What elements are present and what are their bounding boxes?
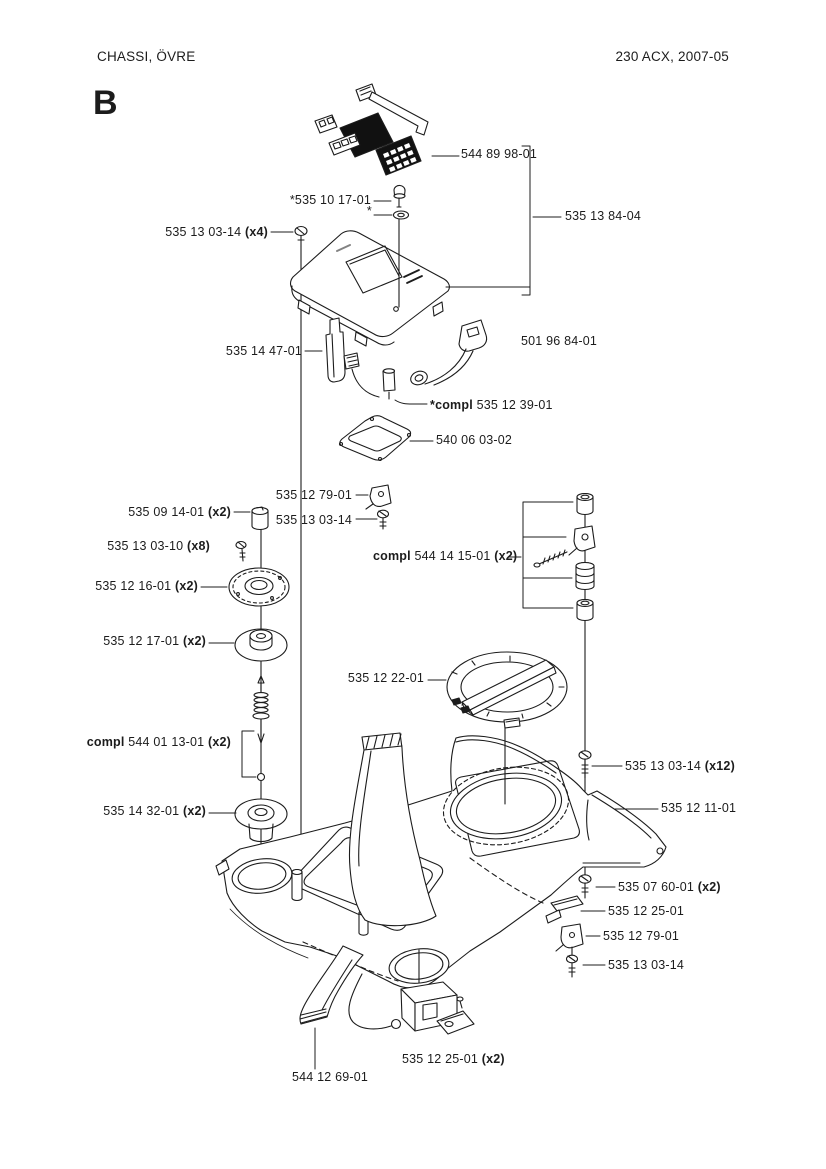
plate-2501-art [545, 895, 584, 924]
section-letter: B [93, 84, 118, 122]
spacer-cylinder-art [251, 506, 269, 531]
latch-lower-art [555, 923, 584, 956]
hatch-cover-art [446, 651, 568, 729]
screw-x12-art [578, 750, 592, 779]
screw-lower-art [565, 954, 579, 978]
keypad-membrane-art [314, 83, 429, 176]
doc-reference: 230 ACX, 2007-05 [615, 49, 729, 64]
flat-cable-art [299, 945, 364, 1025]
screw-x4-art [294, 225, 308, 247]
carry-handle-art [410, 319, 488, 386]
latch-kit-art [533, 492, 596, 622]
loop-wire-art [348, 973, 402, 1030]
sealing-washer-art [228, 567, 290, 607]
chassis-art [215, 735, 667, 989]
collector-chute-art [348, 732, 437, 927]
screw-x8-art [235, 540, 247, 562]
friction-washer-art [234, 628, 288, 662]
washer-art [392, 210, 410, 220]
screw-0760-art [578, 874, 592, 899]
page-title: CHASSI, ÖVRE [97, 49, 196, 64]
display-cable-art [343, 352, 396, 400]
height-adjust-spindle-art [252, 675, 270, 782]
contact-plate-art [436, 1010, 475, 1035]
top-screw-art [393, 184, 406, 208]
leader-lines [200, 145, 659, 1070]
display-cover-art [290, 230, 450, 347]
screw-upper-art [376, 509, 390, 530]
latch-upper-art [365, 484, 392, 510]
cover-flap-art [325, 317, 346, 383]
display-gasket-art [338, 415, 412, 462]
washer-cup-art [234, 798, 288, 843]
